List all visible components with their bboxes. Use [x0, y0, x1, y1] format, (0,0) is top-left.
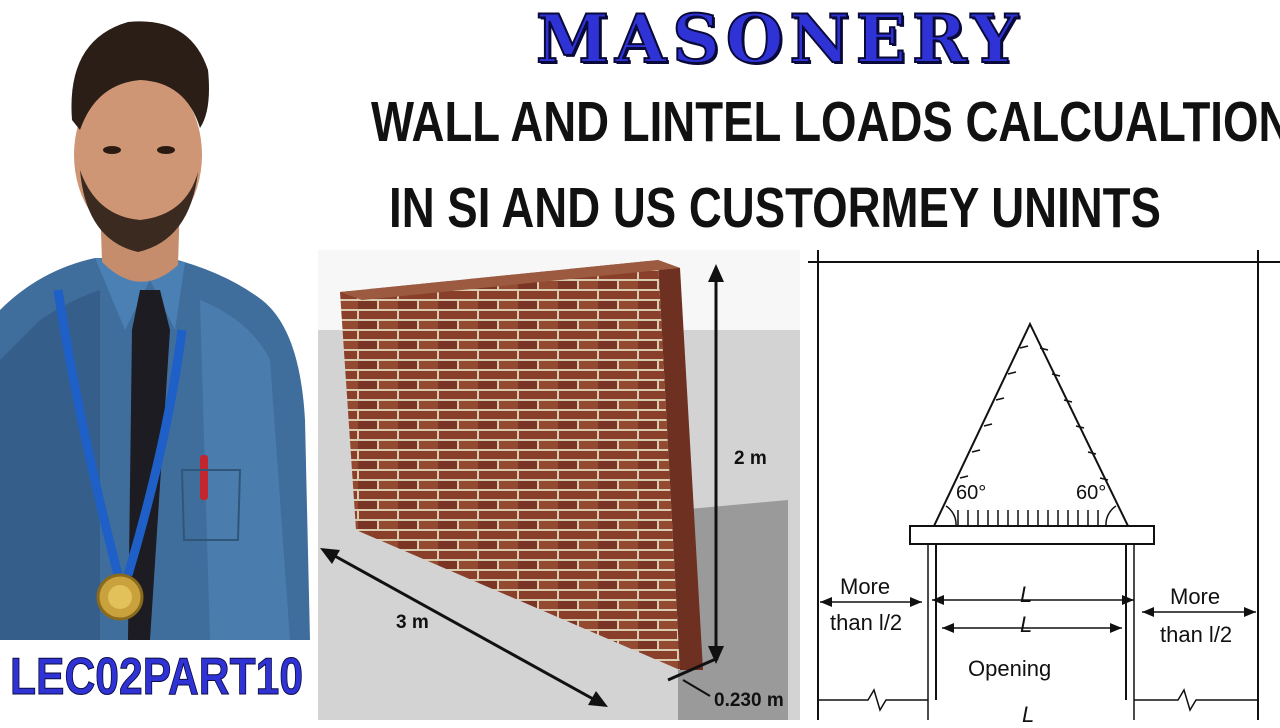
brick-wall-figure: 2 m 3 m 0.230 m — [318, 250, 800, 720]
lintel-diagram-drawing — [808, 250, 1280, 720]
more-left-label-2: than l/2 — [830, 610, 903, 635]
wall-thickness-label: 0.230 m — [714, 690, 784, 711]
video-title: MASONERY — [535, 0, 1024, 78]
wall-height-label: 2 m — [734, 448, 767, 469]
span-upper-label: L — [1020, 582, 1033, 607]
lecture-code-label: LEC02PART10 — [10, 648, 304, 707]
subtitle-line-1: WALL AND LINTEL LOADS CALCUALTION — [371, 90, 1280, 154]
more-left-label-1: More — [840, 574, 891, 599]
presenter-photo — [0, 21, 310, 640]
subtitle-line-2: IN SI AND US CUSTORMEY UNINTS — [389, 176, 1161, 240]
wall-length-label: 3 m — [396, 612, 429, 633]
lintel-load-diagram: 60° 60° More than l/2 More than l/2 L L … — [808, 250, 1280, 727]
opening-label: Opening — [968, 656, 1052, 681]
span-lower-label: L — [1020, 612, 1033, 637]
angle-right-label: 60° — [1076, 482, 1107, 504]
brick-wall-drawing — [318, 250, 800, 720]
angle-left-label: 60° — [956, 482, 987, 504]
more-right-label-2: than l/2 — [1160, 622, 1233, 647]
more-right-label-1: More — [1170, 584, 1221, 609]
bottom-span-label: L — [1022, 702, 1035, 727]
